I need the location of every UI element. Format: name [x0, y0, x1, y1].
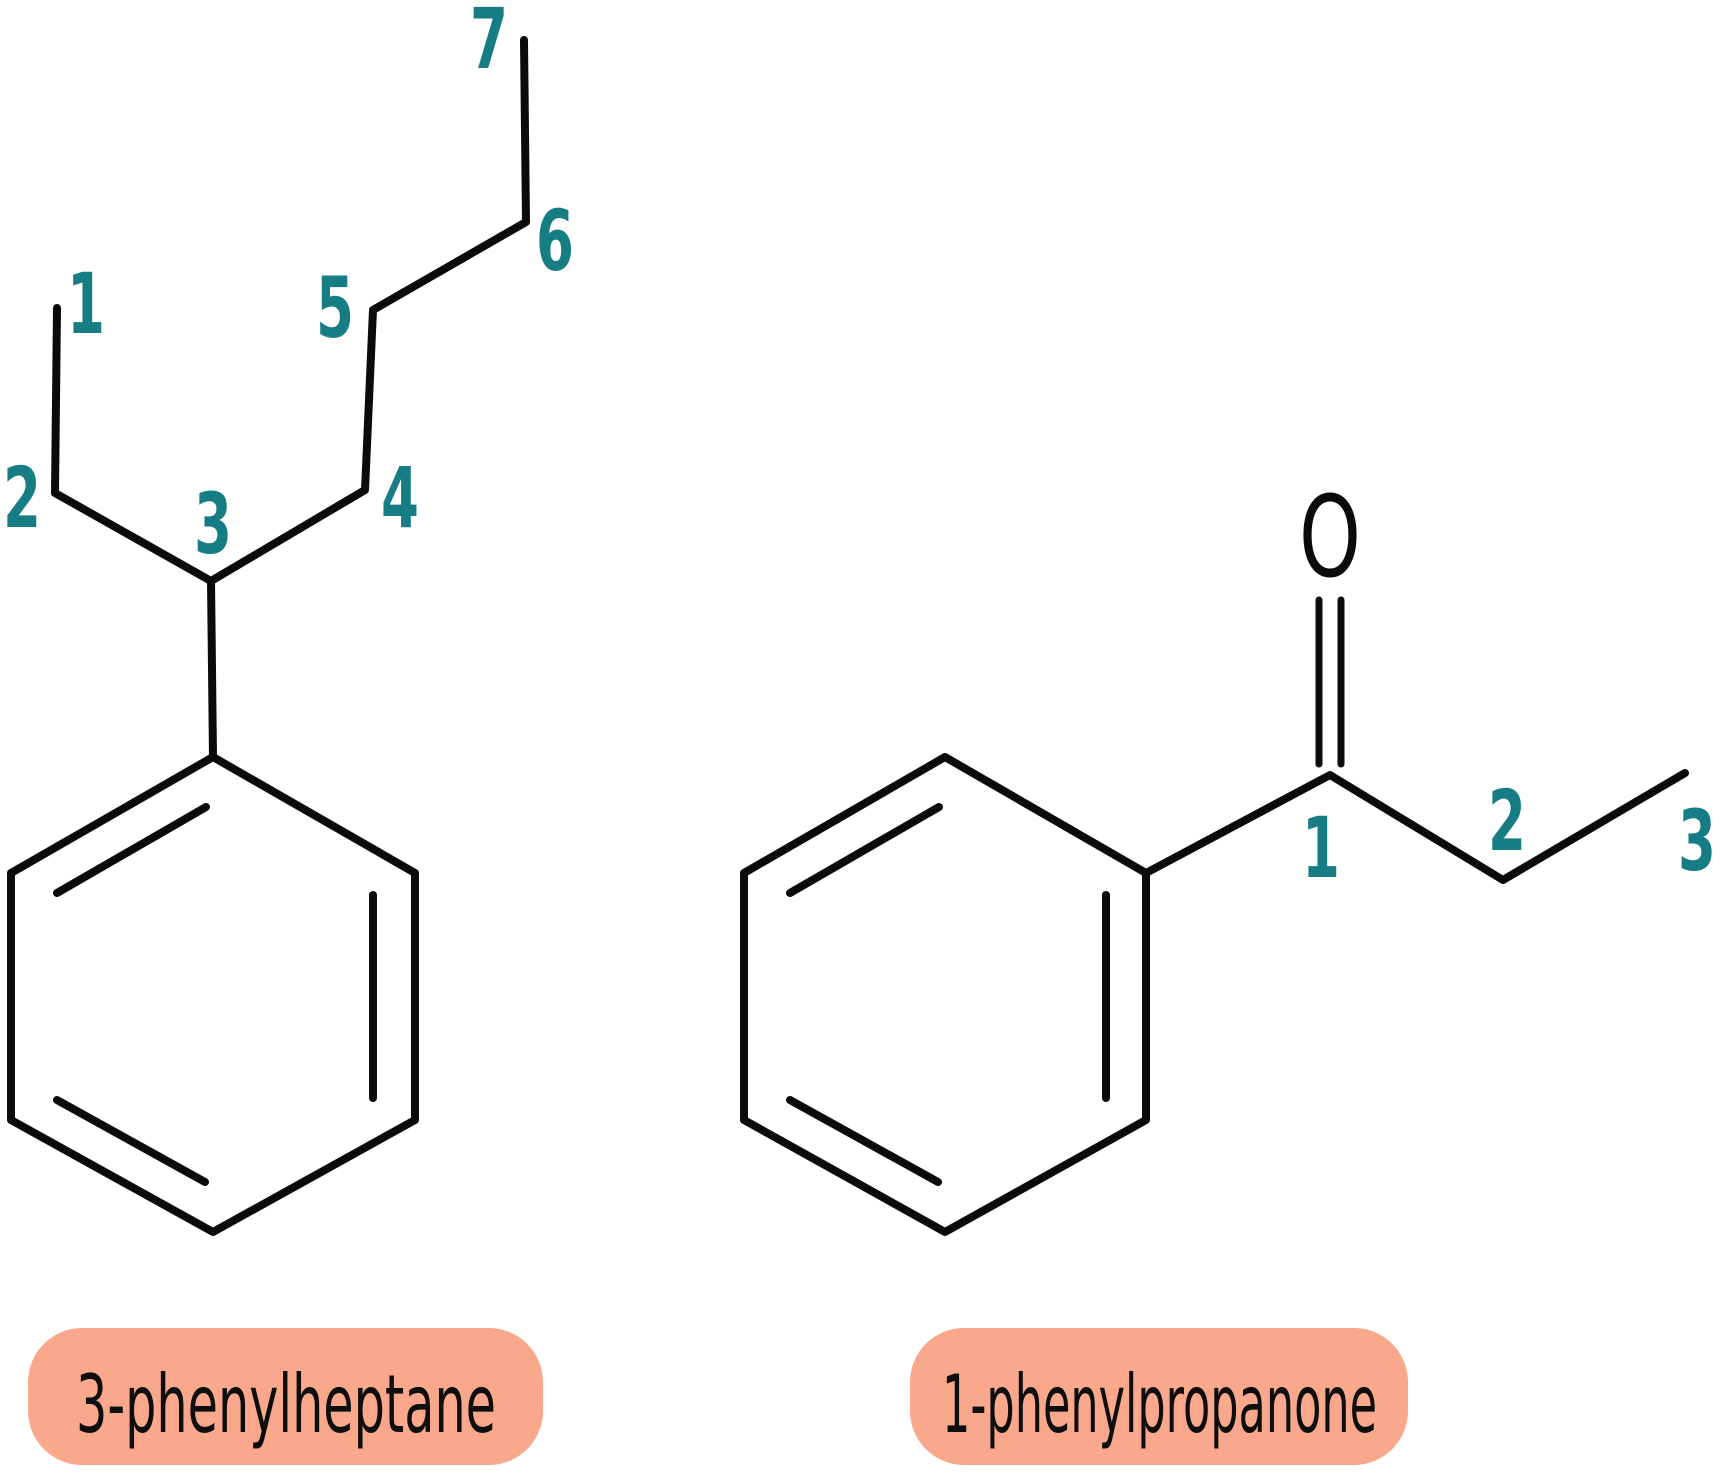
- oxygen-atom-label: O: [1299, 473, 1361, 603]
- double-bond-inner-line-right-bottom: [786, 1096, 942, 1186]
- ring-chain-bond-left: [207, 577, 217, 761]
- benzene-ring-right: [740, 753, 1150, 1236]
- carbon-number-left-4: 4: [381, 449, 419, 547]
- carbon-number-left-1: 1: [67, 255, 105, 353]
- double-bond-inner-line-left-top: [53, 803, 210, 897]
- carbon-number-left-7: 7: [470, 0, 508, 88]
- double-bond-inner-line-right-top: [786, 803, 943, 897]
- double-bond-inner-line-left-bottom: [53, 1096, 209, 1186]
- carbon-number-right-2: 2: [1488, 772, 1526, 870]
- compound-name-right: 1-phenylpropanone: [942, 1358, 1377, 1451]
- molecule-1-phenylpropanone: O 1 2 3: [740, 473, 1716, 1236]
- carbon-number-right-1: 1: [1302, 799, 1340, 897]
- compound-name-labels: 3-phenylheptane 1-phenylpropanone: [28, 1328, 1408, 1465]
- compound-name-box-right: [910, 1328, 1408, 1465]
- molecule-3-phenylheptane: 1 2 3 4 5 6 7: [3, 0, 574, 1236]
- carbon-number-left-5: 5: [316, 259, 354, 357]
- carbon-number-left-2: 2: [3, 449, 41, 547]
- compound-name-left: 3-phenylheptane: [76, 1358, 496, 1451]
- compound-name-box-left: [28, 1328, 543, 1465]
- carbon-number-left-6: 6: [536, 192, 574, 290]
- benzene-ring-left: [7, 753, 419, 1236]
- propanone-chain-bonds: [1142, 769, 1689, 884]
- heptane-chain-bonds: [51, 36, 530, 585]
- carbon-number-left-3: 3: [194, 475, 232, 573]
- carbon-number-right-3: 3: [1678, 792, 1716, 890]
